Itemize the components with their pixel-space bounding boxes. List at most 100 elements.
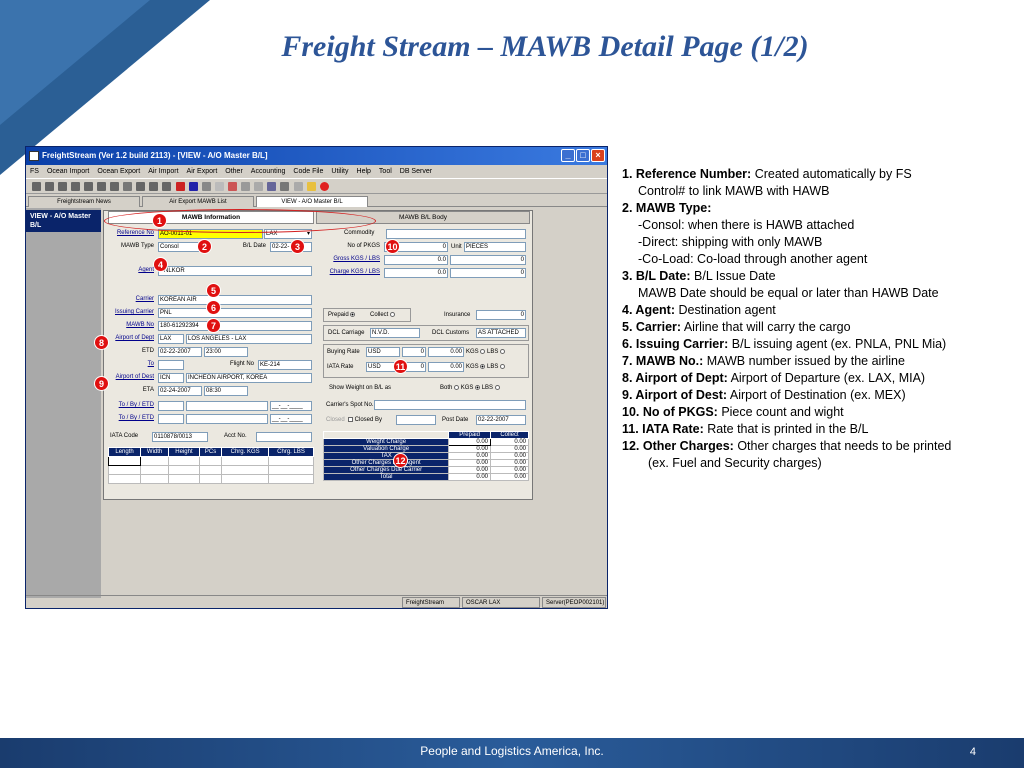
menu-air-import[interactable]: Air Import — [148, 168, 179, 175]
grid-icon[interactable] — [241, 182, 250, 191]
issuing-carrier-input[interactable]: PNL — [158, 308, 312, 318]
link-icon[interactable] — [254, 182, 263, 191]
to-input[interactable] — [158, 360, 184, 370]
charge-prepaid[interactable]: 0.00 — [448, 473, 492, 481]
menu-accounting[interactable]: Accounting — [250, 168, 286, 175]
add-icon[interactable] — [202, 182, 211, 191]
etd-date-input[interactable]: 02-22-2007 — [158, 347, 202, 357]
chart-icon[interactable] — [267, 182, 276, 191]
agent-input[interactable]: PNLKOR — [158, 266, 312, 276]
charge-collect[interactable]: 0.00 — [490, 445, 529, 453]
show-both-radio[interactable] — [454, 384, 460, 390]
buying-kgs-radio[interactable] — [480, 348, 486, 354]
charge-prepaid[interactable]: 0.00 — [448, 438, 492, 446]
settings-icon[interactable] — [280, 182, 289, 191]
print-icon[interactable] — [123, 182, 132, 191]
eta-date-input[interactable]: 02-24-2007 — [158, 386, 202, 396]
menu-ocean-import[interactable]: Ocean Import — [46, 168, 90, 175]
acct-no-input[interactable] — [256, 432, 312, 442]
collect-label[interactable]: Collect — [370, 311, 396, 320]
no-of-pkgs-input[interactable]: 0 — [384, 242, 448, 252]
dcl-customs-input[interactable]: AS ATTACHED — [476, 328, 526, 338]
to-by-etd-2-to-input[interactable] — [158, 414, 184, 424]
table-row[interactable] — [107, 474, 314, 484]
dcl-carriage-input[interactable]: N.V.D. — [370, 328, 420, 338]
eta-time-input[interactable]: 08:30 — [204, 386, 248, 396]
report-icon[interactable] — [136, 182, 145, 191]
table-row[interactable] — [107, 456, 314, 466]
charge-collect[interactable]: 0.00 — [490, 473, 529, 481]
close-button[interactable]: × — [591, 149, 605, 162]
iata-rate-b-input[interactable]: 0.00 — [428, 362, 464, 372]
menu-tool[interactable]: Tool — [378, 168, 392, 175]
charge-collect[interactable]: 0.00 — [490, 466, 529, 474]
tab-air-export-mawb-list[interactable]: Air Export MAWB List — [142, 196, 254, 207]
airport-dept-name-input[interactable]: LOS ANGELES - LAX — [186, 334, 312, 344]
menu-fs[interactable]: FS — [30, 168, 39, 175]
menu-help[interactable]: Help — [356, 168, 371, 175]
save-icon[interactable] — [58, 182, 67, 191]
charge-collect[interactable]: 0.00 — [490, 452, 529, 460]
iata-kgs-radio[interactable] — [480, 363, 486, 369]
iata-code-input[interactable]: 0110878/0013 — [152, 432, 208, 442]
prepaid-label[interactable]: Prepaid — [328, 311, 356, 320]
next-record-icon[interactable] — [189, 182, 198, 191]
gross-kgs-input[interactable]: 0.0 — [384, 255, 448, 265]
iata-lbs-radio[interactable] — [500, 363, 506, 369]
airport-dept-code-input[interactable]: LAX — [158, 334, 184, 344]
charge-prepaid[interactable]: 0.00 — [448, 452, 492, 460]
buying-currency-input[interactable]: USD — [366, 347, 400, 357]
flight-no-input[interactable]: KE-214 — [258, 360, 312, 370]
closed-checkbox[interactable] — [348, 416, 353, 422]
menu-ocean-export[interactable]: Ocean Export — [97, 168, 141, 175]
to-by-etd-1-date-input[interactable]: __-__-____ — [270, 401, 312, 411]
doc-icon[interactable] — [84, 182, 93, 191]
minimize-button[interactable]: _ — [561, 149, 575, 162]
charge-prepaid[interactable]: 0.00 — [448, 459, 492, 467]
etd-time-input[interactable]: 23:00 — [204, 347, 248, 357]
airport-dest-name-input[interactable]: INCHEON AIRPORT, KOREA — [186, 373, 312, 383]
tools-icon[interactable] — [228, 182, 237, 191]
buying-rate-a-input[interactable]: 0 — [402, 347, 426, 357]
tab-freightstream-news[interactable]: Freightstream News — [28, 196, 140, 207]
open-icon[interactable] — [45, 182, 54, 191]
mawb-no-input[interactable]: 180-61292394 — [158, 321, 312, 331]
prev-record-icon[interactable] — [176, 182, 185, 191]
charge-collect[interactable]: 0.00 — [490, 459, 529, 467]
charge-prepaid[interactable]: 0.00 — [448, 466, 492, 474]
table-row[interactable] — [107, 465, 314, 475]
carriers-spot-input[interactable] — [374, 400, 526, 410]
show-lbs-radio[interactable] — [494, 384, 500, 390]
folder-icon[interactable] — [307, 182, 316, 191]
to-by-etd-2-date-input[interactable]: __-__-____ — [270, 414, 312, 424]
show-kgs-radio[interactable] — [475, 384, 481, 390]
menu-utility[interactable]: Utility — [331, 168, 349, 175]
tab-view-ao-master-bl[interactable]: VIEW - A/O Master B/L — [256, 196, 368, 207]
unit-input[interactable]: PIECES — [464, 242, 526, 252]
to-by-etd-2-by-input[interactable] — [186, 414, 268, 424]
flag-icon[interactable] — [149, 182, 158, 191]
bookmark-icon[interactable] — [162, 182, 171, 191]
side-item-view-ao-master-bl[interactable]: VIEW - A/O Master B/L — [26, 210, 101, 232]
menu-other[interactable]: Other — [225, 168, 243, 175]
gross-lbs-input[interactable]: 0 — [450, 255, 526, 265]
new-icon[interactable] — [32, 182, 41, 191]
menu-db-server[interactable]: DB Server — [399, 168, 433, 175]
collect-radio[interactable] — [390, 311, 396, 317]
charge-lbs-input[interactable]: 0 — [450, 268, 526, 278]
buying-lbs-radio[interactable] — [500, 348, 506, 354]
post-date-input[interactable]: 02-22-2007 — [476, 415, 526, 425]
to-by-etd-1-by-input[interactable] — [186, 401, 268, 411]
maximize-button[interactable]: □ — [576, 149, 590, 162]
copy-icon[interactable] — [71, 182, 80, 191]
insurance-input[interactable]: 0 — [476, 310, 526, 320]
window-titlebar[interactable]: FreightStream (Ver 1.2 build 2113) - [VI… — [26, 147, 607, 165]
charge-prepaid[interactable]: 0.00 — [448, 445, 492, 453]
to-by-etd-1-to-input[interactable] — [158, 401, 184, 411]
mail-icon[interactable] — [294, 182, 303, 191]
